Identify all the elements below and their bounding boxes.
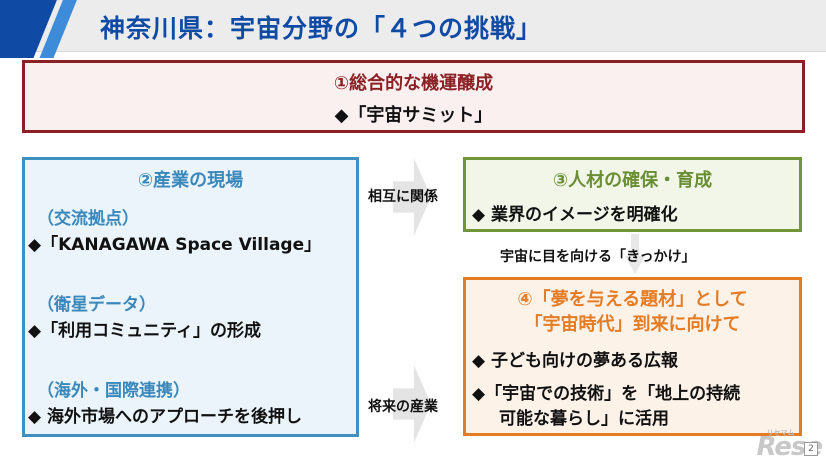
box2-sub-3: （海外・国際連携） xyxy=(37,381,190,401)
box2-item-3: ◆ 海外市場へのアプローチを後押し xyxy=(28,407,302,427)
title-bar: 神奈川県：宇宙分野の「４つの挑戦」 xyxy=(0,0,826,58)
box-industry-site: ②産業の現場 （交流拠点） ◆「KANAGAWA Space Village」 … xyxy=(22,157,359,437)
box1-heading: ①総合的な機運醸成 xyxy=(333,73,494,94)
box4-heading-line2: 「宇宙時代」到来に向けて xyxy=(524,314,741,335)
watermark-small-text: リセマム xyxy=(766,429,795,437)
box-general-momentum: ①総合的な機運醸成 ◆「宇宙サミット」 xyxy=(22,60,805,133)
box-dream-theme: ④「夢を与える題材」として 「宇宙時代」到来に向けて ◆ 子ども向けの夢ある広報… xyxy=(463,277,802,436)
box3-heading: ③人材の確保・育成 xyxy=(552,170,713,191)
page-title: 神奈川県：宇宙分野の「４つの挑戦」 xyxy=(100,14,543,43)
box4-item-2-line1: ◆「宇宙での技術」を「地上の持続 xyxy=(472,384,741,404)
box4-item-1: ◆ 子ども向けの夢ある広報 xyxy=(472,351,678,371)
box-talent: ③人材の確保・育成 ◆ 業界のイメージを明確化 xyxy=(463,157,802,232)
box2-item-1: ◆「KANAGAWA Space Village」 xyxy=(28,235,322,255)
box2-item-2: ◆「利用コミュニティ」の形成 xyxy=(28,321,262,341)
box2-heading: ②産業の現場 xyxy=(137,170,244,191)
box1-item: ◆「宇宙サミット」 xyxy=(334,105,493,126)
box2-sub-2: （衛星データ） xyxy=(37,295,156,315)
connector-future-label: 将来の産業 xyxy=(368,399,438,415)
box4-heading-line1: ④「夢を与える題材」として xyxy=(517,289,748,310)
box4-item-2-line2: 可能な暮らし」に活用 xyxy=(499,409,669,429)
box2-sub-1: （交流拠点） xyxy=(37,209,139,229)
connector-trigger-label: 宇宙に目を向ける「きっかけ」 xyxy=(500,249,696,265)
connector-mutual-label: 相互に関係 xyxy=(368,189,438,205)
box3-item: ◆ 業界のイメージを明確化 xyxy=(472,205,678,225)
page-number: 2 xyxy=(804,442,818,456)
